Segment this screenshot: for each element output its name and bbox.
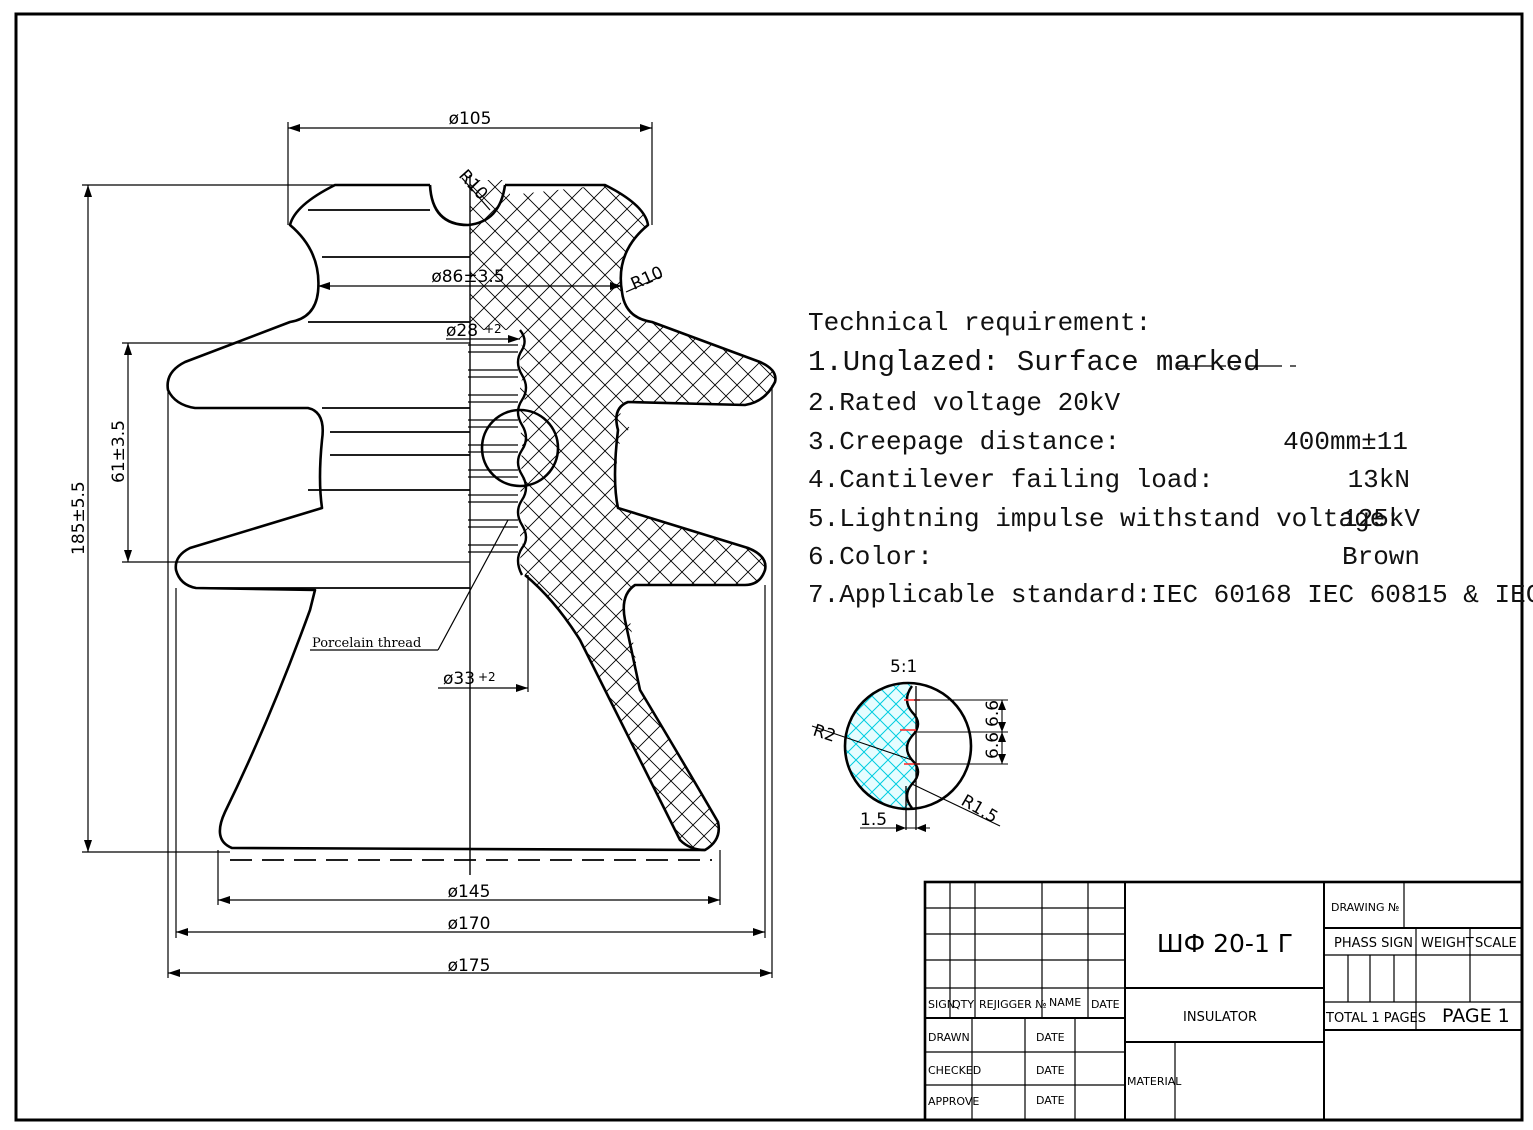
tb-phass-sign: PHASS SIGN [1334, 936, 1413, 951]
title-block-text: SIGN QTY REJIGGER № NAME DATE DRAWN DATE… [928, 901, 1517, 1108]
dim-d28-tolerance: +2 [484, 322, 502, 336]
tb-drawn: DRAWN [928, 1031, 970, 1044]
tb-page: PAGE 1 [1442, 1005, 1510, 1027]
dim-d175: ø175 [448, 956, 491, 976]
detail-r1-5: R1.5 [958, 791, 1002, 828]
detail-depth: 1.5 [860, 810, 887, 830]
tb-qty: QTY [952, 998, 974, 1011]
detail-thread-profile [905, 685, 920, 809]
dimension-arrows [84, 124, 772, 977]
insulator-section-hatch [470, 180, 776, 850]
sheet-border [14, 12, 1524, 1122]
requirement-1: 1.Unglazed: Surface marked [808, 346, 1260, 379]
detail-r2: R2 [810, 721, 838, 747]
detail-scale: 5:1 [890, 657, 917, 677]
tb-sign: SIGN [928, 998, 955, 1011]
dim-d86: ø86±3.5 [431, 267, 504, 287]
requirement-4-value: 13kN [1348, 465, 1410, 495]
porcelain-thread-label: Porcelain thread [312, 636, 421, 651]
dim-d105: ø105 [449, 109, 492, 129]
title-block [923, 880, 1524, 1122]
requirement-5-value: 125kV [1342, 504, 1420, 534]
tb-product-code: ШФ 20-1 Г [1157, 929, 1293, 958]
detail-pitch-1: 6.6 [983, 700, 1003, 727]
thread-detail-view: 5:1 R2 6.6 6. [810, 657, 1008, 832]
thread-hidden-lines [468, 344, 518, 553]
tb-drawing-no: DRAWING № [1331, 901, 1399, 914]
tb-approve: APPROVE [928, 1095, 979, 1108]
dim-d33-tolerance: +2 [478, 670, 496, 684]
tb-scale: SCALE [1475, 936, 1517, 951]
tb-date-drawn: DATE [1036, 1031, 1065, 1044]
tb-name: NAME [1049, 996, 1081, 1009]
tb-rejigger: REJIGGER № [979, 998, 1047, 1011]
requirements-heading: Technical requirement: [808, 308, 1151, 338]
requirement-3-value: 400mm±11 [1283, 427, 1408, 457]
dim-d145: ø145 [448, 882, 491, 902]
tb-date-checked: DATE [1036, 1064, 1065, 1077]
dim-d28: ø28 [446, 321, 478, 341]
insulator-outline-left [166, 183, 706, 852]
technical-requirements: Technical requirement: 1.Unglazed: Surfa… [808, 308, 1533, 610]
detail-callout-circle [480, 408, 560, 488]
requirement-4: 4.Cantilever failing load: [808, 465, 1214, 495]
dimension-lines [82, 122, 773, 978]
detail-outline-circle [843, 681, 973, 811]
requirement-2: 2.Rated voltage 20kV [808, 388, 1120, 418]
requirement-3: 3.Creepage distance: [808, 427, 1120, 457]
tb-weight: WEIGHT [1421, 936, 1474, 951]
requirement-6-value: Brown [1342, 542, 1420, 572]
porcelain-thread-profile [516, 329, 528, 576]
dim-d33: ø33 [443, 669, 475, 689]
tb-product-name: INSULATOR [1183, 1010, 1257, 1025]
top-groove [428, 184, 507, 227]
detail-pitch-2: 6.6 [983, 732, 1003, 759]
insulator-outline-right [505, 183, 777, 852]
tb-checked: CHECKED [928, 1064, 981, 1077]
requirement-7: 7.Applicable standard:IEC 60168 IEC 6081… [808, 580, 1533, 610]
tb-date-header: DATE [1091, 998, 1120, 1011]
left-half-internal-lines [196, 209, 470, 589]
requirement-6: 6.Color: [808, 542, 933, 572]
tb-material-label: MATERIAL [1127, 1075, 1182, 1088]
dim-h61: 61±3.5 [109, 420, 129, 483]
dim-r10-side: R10 [628, 263, 667, 295]
requirement-5: 5.Lightning impulse withstand voltage: [808, 504, 1401, 534]
dim-d170: ø170 [448, 914, 491, 934]
tb-total-pages: TOTAL 1 PAGES [1325, 1011, 1426, 1026]
tb-date-approve: DATE [1036, 1094, 1065, 1107]
dim-h185: 185±5.5 [69, 481, 89, 555]
